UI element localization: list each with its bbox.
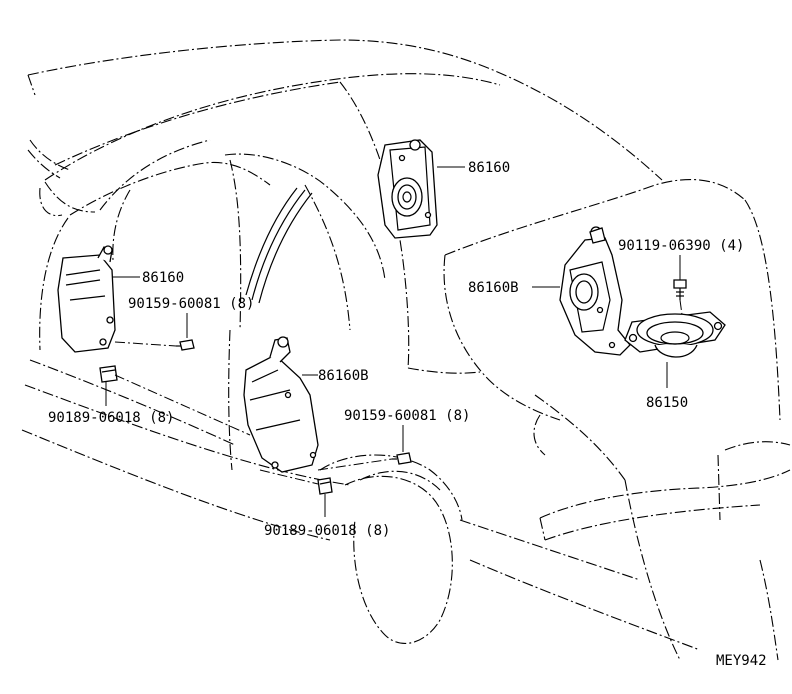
car-outline-icon: [21, 39, 791, 661]
label-rear-door-speaker: 86160B: [318, 368, 369, 384]
bolt-icon: [673, 279, 687, 300]
label-trunk-speaker-box: 86160B: [468, 280, 519, 296]
clip-nut-icon: [99, 365, 118, 383]
clip-nut-icon: [317, 477, 333, 495]
screw-icon: [176, 339, 195, 351]
screw-icon: [392, 452, 412, 465]
speaker-box-icon: [57, 245, 116, 353]
diagram-code: MEY942: [716, 653, 767, 669]
label-front-door-screw: 90159-60081 (8): [128, 296, 254, 312]
mounting-line: [317, 458, 393, 471]
label-rear-door-screw: 90159-60081 (8): [344, 408, 470, 424]
speaker-box-icon: [377, 139, 438, 239]
label-rear-shelf-speaker: 86160: [468, 160, 510, 176]
label-front-door-speaker: 86160: [142, 270, 184, 286]
mounting-line: [114, 341, 177, 347]
mounting-line: [114, 374, 251, 436]
speaker-box-icon: [559, 226, 631, 356]
speaker-icon: [624, 311, 726, 358]
label-trunk-bolt: 90119-06390 (4): [618, 238, 744, 254]
label-rear-door-nut: 90189-06018 (8): [264, 523, 390, 539]
mounting-line: [259, 469, 319, 485]
speaker-box-icon: [243, 336, 319, 473]
label-front-door-nut: 90189-06018 (8): [48, 410, 174, 426]
label-trunk-speaker: 86150: [646, 395, 688, 411]
